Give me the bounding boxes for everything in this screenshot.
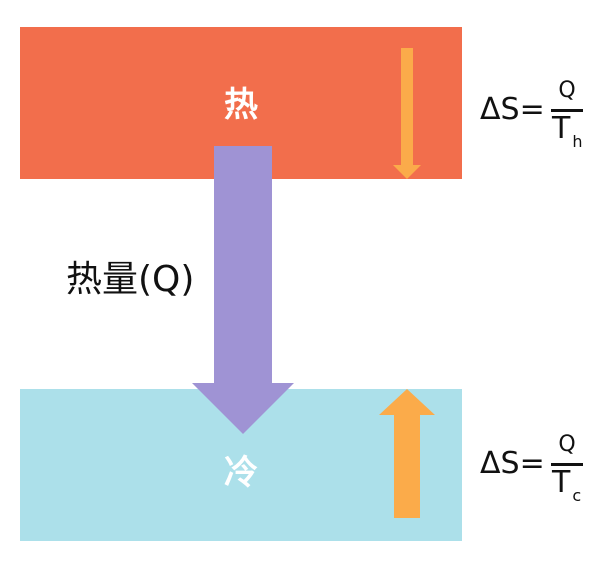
cold-entropy-up-arrow [379, 389, 435, 518]
hot-entropy-fraction-bar [551, 109, 583, 112]
hot-reservoir-label: 热 [224, 85, 258, 125]
cold-entropy-temperature: T [552, 465, 571, 500]
cold-entropy-subscript: c [572, 486, 582, 505]
cold-entropy-fraction-bar [551, 463, 583, 466]
hot-entropy-lhs: ΔS= [480, 92, 545, 127]
hot-entropy-down-arrow [393, 48, 421, 179]
hot-entropy-temperature: T [552, 111, 571, 146]
cold-entropy-numerator: Q [558, 432, 576, 457]
cold-reservoir-label: 冷 [224, 453, 258, 493]
cold-entropy-lhs: ΔS= [480, 446, 545, 481]
heat-flow-label: 热量(Q) [66, 259, 195, 300]
hot-entropy-numerator: Q [558, 78, 576, 103]
hot-entropy-subscript: h [572, 132, 583, 151]
heat-flow-arrow [192, 146, 294, 434]
